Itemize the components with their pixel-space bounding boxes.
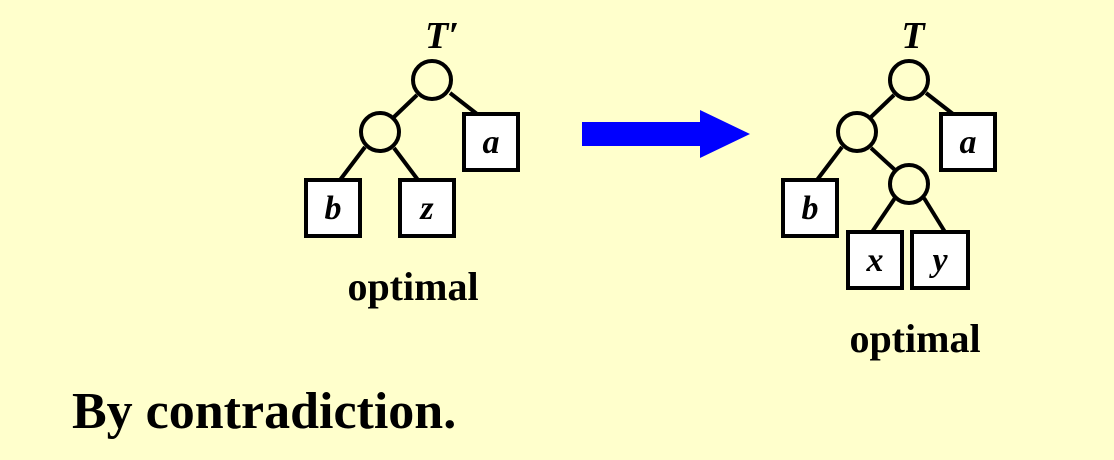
right-edge-xy-y (922, 196, 947, 234)
right-arrow-icon (582, 110, 750, 158)
left-tree: T′ a b z optimal (304, 15, 520, 309)
left-leaf-z-box (398, 178, 456, 238)
left-edge-internal-b (338, 145, 367, 182)
right-internal-node (836, 111, 878, 153)
left-tree-title: T′ (425, 15, 459, 57)
right-leaf-a-box (939, 112, 997, 172)
right-tree-title: T (901, 15, 926, 57)
right-edge-root-a (924, 91, 955, 116)
left-internal-node (359, 111, 401, 153)
right-leaf-b-label: b (802, 190, 819, 227)
left-edge-root-a (448, 91, 479, 116)
left-root-node (411, 59, 453, 101)
left-edge-root-internal (392, 93, 419, 119)
left-leaf-a-label: a (483, 124, 500, 161)
left-leaf-b-box (304, 178, 362, 238)
right-edge-xy-x (870, 196, 897, 234)
left-leaf-z-label: z (419, 190, 434, 227)
left-leaf-b-label: b (325, 190, 342, 227)
right-root-node (888, 59, 930, 101)
right-leaf-y-label: y (928, 242, 948, 279)
right-leaf-b-box (781, 178, 839, 238)
arrow-head (700, 110, 750, 158)
right-xy-parent-node (888, 163, 930, 205)
right-edge-internal-xy (869, 146, 897, 172)
right-leaf-x-label: x (866, 242, 884, 279)
right-edge-internal-b (815, 145, 844, 182)
right-tree: T a b x y optimal (781, 15, 997, 361)
left-leaf-a-box (462, 112, 520, 172)
right-edge-root-internal (869, 93, 896, 119)
arrow-shaft (582, 122, 706, 146)
conclusion-text: By contradiction. (72, 383, 456, 440)
left-edge-internal-z (392, 146, 420, 182)
right-leaf-x-box (846, 230, 904, 290)
left-tree-caption: optimal (347, 264, 478, 309)
right-tree-caption: optimal (849, 316, 980, 361)
right-leaf-a-label: a (960, 124, 977, 161)
right-leaf-y-box (910, 230, 970, 290)
